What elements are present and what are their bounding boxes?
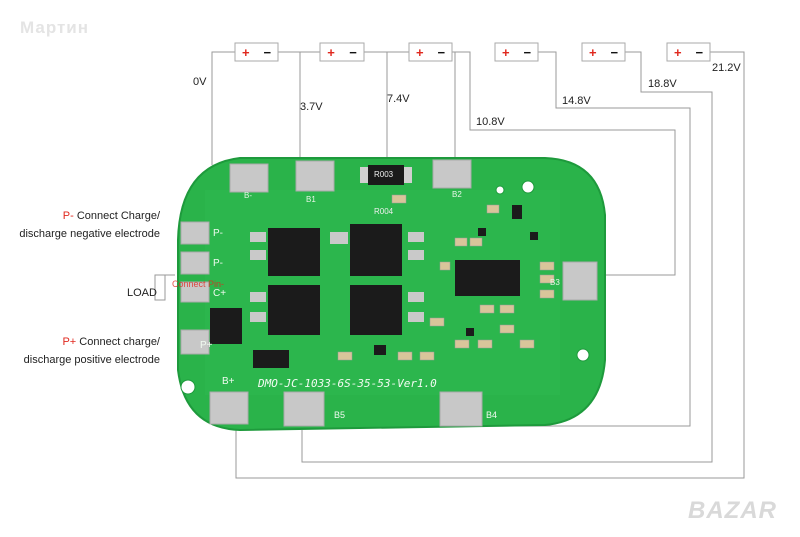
p-minus-line2: discharge negative electrode [19,228,160,240]
pad-b-plus [209,391,249,425]
wire-cell4 [488,51,691,427]
ic-chip [455,260,520,296]
p-plus-label: P+ Connect charge/ discharge positive el… [12,333,160,369]
pcb-board [177,157,606,432]
pad-label-b5: B5 [334,410,346,420]
plus-icon: + [588,44,597,60]
pad-c-plus [180,281,210,303]
minus-icon: − [523,44,532,60]
pad-b4 [439,391,483,427]
pad-p-minus-2 [180,251,210,275]
cell-6-signs: + − [667,43,710,61]
hole-1 [180,379,196,395]
cell-4-signs: + − [495,43,538,61]
pad-label-b-plus: B+ [222,376,235,387]
pad-b5 [283,391,325,427]
pad-p-minus-1 [180,221,210,245]
plus-icon: + [673,44,682,60]
plus-icon: + [241,44,250,60]
resistor-r003-label: R003 [374,170,394,179]
battery-cell-4 [494,42,539,62]
cell-3-signs: + − [409,43,452,61]
pad-label-b1: B1 [306,195,316,204]
pad-b3 [562,261,598,301]
pad-label-b-minus: B- [244,191,252,200]
battery-cells [234,42,711,62]
resistor-r004-label: R004 [374,207,394,216]
wire-cell3-b3 [452,51,676,276]
pad-label-p-minus-1: P- [213,228,223,239]
wire-b2 [386,51,409,165]
pad-b2 [432,159,472,189]
p-plus-line1: Connect charge/ [76,336,160,348]
battery-cell-6 [666,42,711,62]
pad-label-b3: B3 [550,278,560,287]
voltage-label-21-2v: 21.2V [712,62,741,74]
cell-1-signs: + − [235,43,278,61]
load-bracket [154,274,166,301]
voltage-label-10-8v: 10.8V [476,116,505,128]
pad-b1 [295,160,335,192]
hole-2 [521,180,535,194]
plus-icon: + [415,44,424,60]
voltage-label-7-4v: 7.4V [387,93,410,105]
battery-cell-3 [408,42,453,62]
overlay-text: Connect Pin- [172,279,225,289]
hole-4 [495,185,505,195]
plus-icon: + [327,44,335,60]
wire-cell6 [235,51,745,479]
resistor-r003 [368,165,404,185]
voltage-label-0v: 0V [193,76,207,88]
watermark-text: Мартин [20,18,90,37]
smd-components [210,205,538,368]
minus-icon: − [349,44,357,60]
pad-label-p-plus: P+ [200,340,213,351]
pcb-silkscreen: DMO-JC-1033-6S-35-53-Ver1.0 [258,377,437,390]
wires [154,51,745,479]
smd-passives [337,194,555,361]
p-plus-line2: discharge positive electrode [23,354,160,366]
pad-p-plus [180,329,210,355]
cell-2-signs: + − [320,43,364,61]
p-minus-prefix: P- [62,210,74,222]
pad-label-b4: B4 [486,410,498,420]
voltage-label-18-8v: 18.8V [648,78,677,90]
load-label: LOAD [127,287,157,299]
p-minus-line1: Connect Charge/ [73,210,160,222]
bazar-logo: BAZAR [688,497,777,524]
voltage-label-3-7v: 3.7V [300,101,323,113]
p-minus-label: P- Connect Charge/ discharge negative el… [12,207,160,243]
wire-b-minus [211,51,235,165]
minus-icon: − [695,44,704,60]
p-plus-prefix: P+ [62,336,77,348]
hole-3 [576,348,590,362]
minus-icon: − [610,44,619,60]
cell-5-signs: + − [582,43,625,61]
battery-cell-5 [581,42,626,62]
pad-label-p-minus-2: P- [213,258,223,269]
pad-label-c-plus: C+ [213,288,227,299]
pad-label-b2: B2 [452,190,462,199]
plus-icon: + [501,44,510,60]
mosfets [268,224,402,335]
wire-cell5 [301,51,713,463]
minus-icon: − [263,44,272,60]
pad-b-minus [229,163,269,193]
battery-cell-2 [319,42,365,62]
minus-icon: − [437,44,446,60]
battery-cell-1 [234,42,279,62]
voltage-label-14-8v: 14.8V [562,95,591,107]
